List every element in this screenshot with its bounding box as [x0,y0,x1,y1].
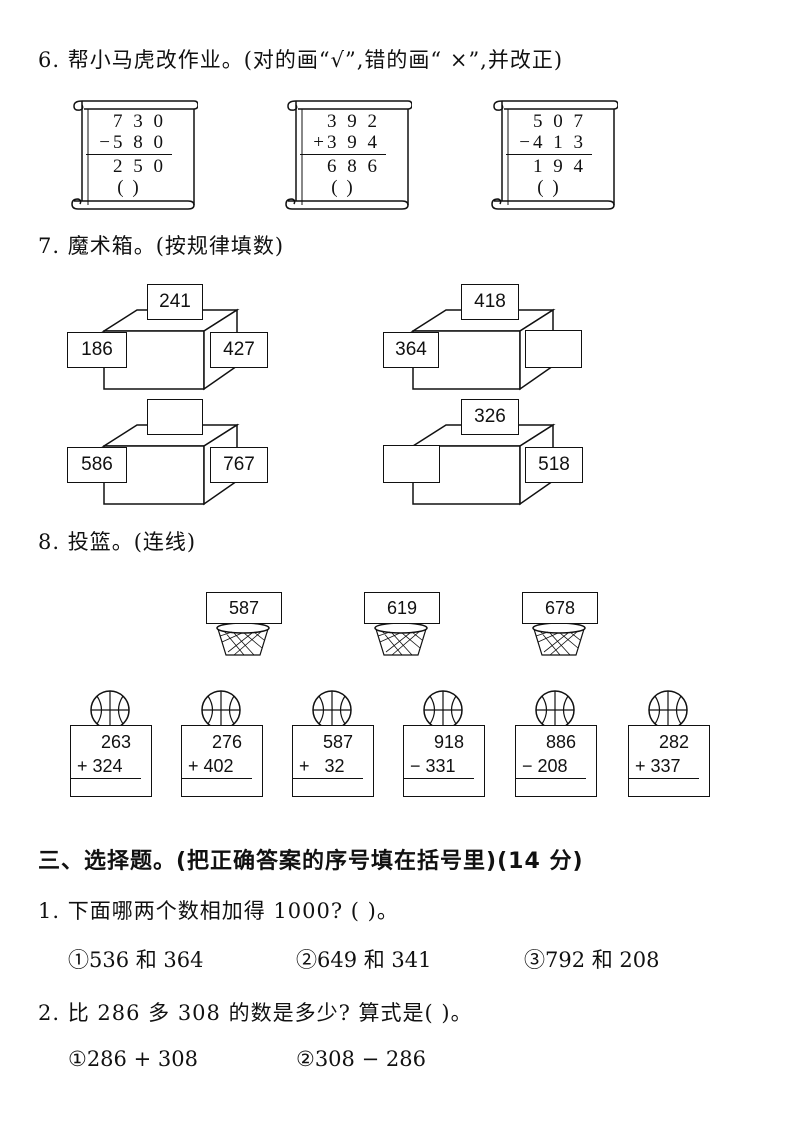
operand-b: + 324 [71,754,141,779]
calc-top: 5 0 7 [533,111,586,132]
basketball-icon [201,690,241,730]
calc-top: 7 3 0 [113,111,166,132]
calc-result: 6 8 6 [327,156,380,177]
top-number-box: 418 [461,284,519,320]
choice-q1-option-1[interactable]: ①536 和 364 [68,948,204,972]
ball-card-3[interactable]: 587 + 32 [292,690,374,810]
operand-b: + 337 [629,754,699,779]
operand-b: + 402 [182,754,252,779]
operand-b: − 208 [516,754,586,779]
hoop-3[interactable]: 678 [520,592,600,662]
answer-paren[interactable]: ( ) [537,177,561,198]
operand-a: 263 [100,732,132,752]
magic-box-3: 586 767 [67,399,282,539]
operand-b: + 32 [293,754,363,779]
choice-q2-stem: 2. 比 286 多 308 的数是多少? 算式是( )。 [38,1001,473,1025]
scroll-frame [71,100,198,210]
hoop-1[interactable]: 587 [204,592,284,662]
right-answer-box[interactable] [525,330,582,368]
expression-card: 587 + 32 [292,725,374,797]
vertical-calc: 3 9 2 +3 9 4 6 8 6 ( ) [300,111,386,198]
calc-result: 1 9 4 [533,156,586,177]
expression-card: 918 − 331 [403,725,485,797]
vertical-calc: 7 3 0 −5 8 0 2 5 0 ( ) [86,111,172,198]
scroll-card-1: 7 3 0 −5 8 0 2 5 0 ( ) [68,97,198,212]
ball-card-5[interactable]: 886 − 208 [515,690,597,810]
choice-q1-option-2[interactable]: ②649 和 341 [296,948,432,972]
right-number-box: 427 [210,332,268,368]
calc-result: 2 5 0 [113,156,166,177]
calc-top: 3 9 2 [327,111,380,132]
choice-q1-stem: 1. 下面哪两个数相加得 1000? ( )。 [38,899,399,923]
basketball-icon [423,690,463,730]
expression-card: 886 − 208 [515,725,597,797]
magic-box-4: 326 518 [383,399,598,539]
expression-card: 263 + 324 [70,725,152,797]
basketball-icon [535,690,575,730]
choice-q1-option-3[interactable]: ③792 和 208 [524,948,660,972]
operand-a: 276 [211,732,243,752]
vertical-calc: 5 0 7 −4 1 3 1 9 4 ( ) [506,111,592,198]
left-number-box: 586 [67,447,127,483]
operand-a: 282 [658,732,690,752]
basketball-icon [90,690,130,730]
operand-a: 918 [433,732,465,752]
operand-b: − 331 [404,754,474,779]
answer-paren[interactable]: ( ) [331,177,355,198]
calc-rule [300,154,386,155]
right-number-box: 518 [525,447,583,483]
expression-card: 282 + 337 [628,725,710,797]
expression-card: 276 + 402 [181,725,263,797]
right-number-box: 767 [210,447,268,483]
basketball-icon [648,690,688,730]
basket-net-icon [532,622,586,656]
answer-paren[interactable]: ( ) [117,177,141,198]
scroll-frame [285,100,412,210]
top-number-box: 241 [147,284,203,320]
q6-title: 6. 帮小马虎改作业。(对的画“√”,错的画“ ×”,并改正) [38,48,564,72]
calc-op-line: −4 1 3 [519,132,586,153]
scroll-card-3: 5 0 7 −4 1 3 1 9 4 ( ) [488,97,618,212]
top-answer-box[interactable] [147,399,203,435]
q7-title: 7. 魔术箱。(按规律填数) [38,234,285,258]
ball-card-1[interactable]: 263 + 324 [70,690,152,810]
hoop-number: 587 [206,592,282,624]
calc-rule [86,154,172,155]
choice-q2-option-1[interactable]: ①286 + 308 [68,1047,198,1071]
ball-card-4[interactable]: 918 − 331 [403,690,485,810]
operand-a: 587 [322,732,354,752]
ball-card-6[interactable]: 282 + 337 [628,690,710,810]
scroll-frame [491,100,618,210]
left-answer-box[interactable] [383,445,440,483]
hoop-number: 619 [364,592,440,624]
operand-a: 886 [545,732,577,752]
calc-op-line: +3 9 4 [313,132,380,153]
top-number-box: 326 [461,399,519,435]
q8-title: 8. 投篮。(连线) [38,530,197,554]
hoop-2[interactable]: 619 [362,592,442,662]
magic-box-2: 418 364 [383,284,598,424]
left-number-box: 364 [383,332,439,368]
scroll-card-2: 3 9 2 +3 9 4 6 8 6 ( ) [282,97,412,212]
calc-op-line: −5 8 0 [99,132,166,153]
hoop-number: 678 [522,592,598,624]
calc-rule [506,154,592,155]
section3-title: 三、选择题。(把正确答案的序号填在括号里)(14 分) [38,849,584,874]
left-number-box: 186 [67,332,127,368]
basketball-icon [312,690,352,730]
magic-box-1: 241 186 427 [67,284,282,424]
choice-q2-option-2[interactable]: ②308 − 286 [296,1047,426,1071]
ball-card-2[interactable]: 276 + 402 [181,690,263,810]
